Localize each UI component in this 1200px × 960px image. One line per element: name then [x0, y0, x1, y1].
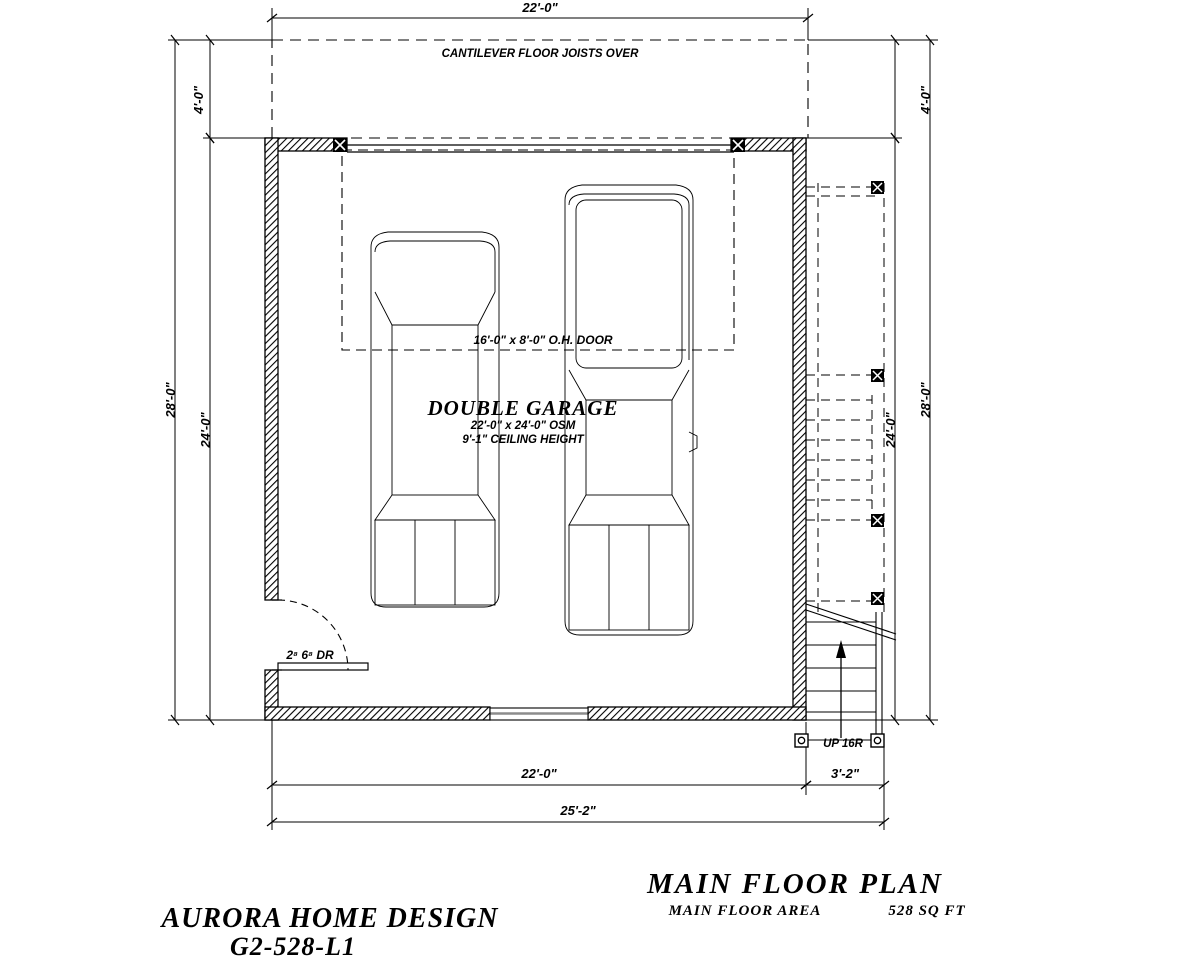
car-right — [564, 184, 698, 636]
floor-area-value: 528 SQ FT — [888, 903, 965, 919]
dim-label-left-inner: 24'-0" — [198, 412, 213, 449]
post-symbol — [794, 733, 809, 748]
door-swing-arc — [277, 599, 349, 671]
dim-label-bottom-garage: 22'-0" — [520, 766, 557, 781]
wall-bottom-left — [264, 706, 491, 721]
exterior-stair — [805, 603, 897, 746]
page-title: MAIN FLOOR PLAN — [646, 868, 943, 900]
dim-label-right-inner: 24'-0" — [883, 412, 898, 449]
man-door-symbol — [272, 599, 369, 671]
dim-label-left-cantilever: 4'-0" — [191, 85, 206, 115]
dim-label-right-cantilever: 4'-0" — [918, 85, 933, 115]
dim-label-bottom-overall: 25'-2" — [559, 803, 596, 818]
dim-label-top-overall: 22'-0" — [521, 0, 558, 15]
note-stair-up: UP 16R — [823, 738, 864, 750]
company-name: AURORA HOME DESIGN — [160, 903, 500, 934]
oh-door-zone — [341, 149, 735, 351]
post-marker — [871, 181, 884, 194]
note-oh-door: 16'-0" x 8'-0" O.H. DOOR — [473, 333, 612, 347]
note-man-door: 2⁸ 6⁸ DR — [285, 648, 334, 662]
note-cantilever: CANTILEVER FLOOR JOISTS OVER — [442, 48, 639, 60]
dim-label-bottom-stair: 3'-2" — [831, 766, 860, 781]
post-marker — [731, 138, 745, 152]
garage-walls — [264, 137, 807, 721]
room-name-label: DOUBLE GARAGE — [427, 396, 619, 420]
wall-left-upper — [264, 137, 279, 601]
stair-base-posts — [794, 733, 885, 748]
post-symbol — [870, 733, 885, 748]
dimension-lines — [168, 8, 938, 830]
post-marker — [871, 369, 884, 382]
door-panel — [277, 662, 369, 671]
wall-bottom-right — [587, 706, 807, 721]
post-marker — [871, 592, 884, 605]
structural-posts — [333, 138, 884, 605]
post-marker — [871, 514, 884, 527]
dim-label-left-outer: 28'-0" — [163, 382, 178, 419]
room-ceiling-label: 9'-1" CEILING HEIGHT — [462, 434, 584, 446]
window-bottom — [488, 707, 590, 721]
room-size-label: 22'-0" x 24'-0" OSM — [470, 420, 576, 432]
wall-right — [792, 137, 807, 721]
dim-label-right-outer: 28'-0" — [918, 382, 933, 419]
car-left — [370, 231, 500, 608]
floor-area-label: MAIN FLOOR AREA — [668, 903, 822, 919]
cantilever-outline — [271, 39, 809, 139]
post-marker — [333, 138, 347, 152]
plan-code: G2-528-L1 — [230, 932, 356, 960]
